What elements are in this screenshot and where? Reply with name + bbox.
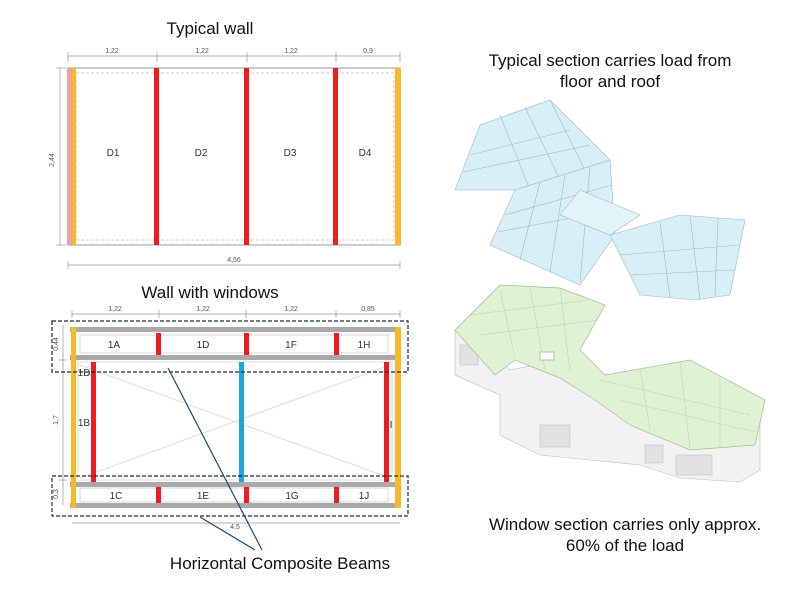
red-stud (244, 333, 249, 355)
wall-with-windows-caption: Wall with windows (141, 283, 279, 302)
red-stud (154, 68, 159, 245)
typical-section-caption: Typical section carries load from floor … (488, 51, 732, 92)
pink-stud (67, 68, 72, 245)
dim-label: 1,22 (108, 306, 122, 313)
red-stud (333, 68, 338, 245)
dim-label: 1,22 (196, 306, 210, 313)
panel-label: D1 (107, 148, 120, 159)
red-stud (334, 333, 339, 355)
dim-label: 1,22 (284, 306, 298, 313)
total-dim-label: 4,5 (230, 524, 240, 531)
horizontal-beam (70, 482, 400, 487)
red-stud (156, 333, 161, 355)
height-dim-label: 2,44 (49, 153, 56, 167)
panel-label: 1A (108, 340, 121, 351)
window-section-caption: Window section carries only approx. 60% … (488, 515, 762, 556)
panel-label: I (390, 420, 393, 431)
panel-label: 1D (197, 340, 210, 351)
panel-label: 1C (110, 491, 123, 502)
dim-label: 0,3 (53, 489, 60, 499)
dim-label: 0,44 (53, 337, 60, 351)
typical-wall-drawing: 1,22 1,22 1,22 0,9 2,44 D1 D2 D3 D4 4,56 (49, 48, 401, 269)
red-stud (91, 362, 96, 482)
horizontal-beam (70, 503, 400, 508)
window-wall-drawing: 1,22 1,22 1,22 0,85 0,44 1,7 0,3 1A 1D 1… (51, 306, 409, 551)
leader-line (199, 516, 256, 551)
horizontal-beams-caption: Horizontal Composite Beams (169, 554, 391, 573)
panel-label: 1J (359, 491, 370, 502)
horizontal-beam (70, 355, 400, 360)
beam-highlight-box (51, 320, 409, 373)
dim-label: 1,22 (105, 48, 119, 55)
leader-line (167, 367, 263, 551)
red-stud (156, 487, 161, 503)
dim-label: 1,7 (53, 415, 60, 425)
panel-label: D2 (195, 148, 208, 159)
panel-label: 1F (285, 340, 297, 351)
red-stud (384, 362, 389, 482)
panel-label: 1E (197, 491, 210, 502)
roof-3d-model (454, 99, 746, 301)
typical-wall-caption: Typical wall (166, 19, 254, 38)
panel-label: D3 (284, 148, 297, 159)
yellow-stud (71, 327, 76, 508)
panel-label: 1G (285, 491, 299, 502)
yellow-stud (72, 68, 76, 245)
red-stud (244, 68, 249, 245)
yellow-stud (395, 327, 401, 508)
red-stud (334, 487, 339, 503)
red-stud (244, 487, 249, 503)
panel-label: 1B (78, 418, 91, 429)
blue-stud (239, 362, 244, 482)
building-3d-model (454, 284, 766, 483)
beam-highlight-box (51, 475, 409, 517)
panel-label: 1H (358, 340, 371, 351)
horizontal-beam (70, 327, 400, 332)
dim-label: 0,85 (361, 306, 375, 313)
panel-label: 1D (78, 368, 91, 379)
dim-label: 0,9 (363, 48, 373, 55)
panel-label: D4 (359, 148, 372, 159)
yellow-stud (395, 68, 401, 245)
dim-label: 1,22 (284, 48, 298, 55)
dim-label: 1,22 (195, 48, 209, 55)
total-dim-label: 4,56 (227, 257, 241, 264)
